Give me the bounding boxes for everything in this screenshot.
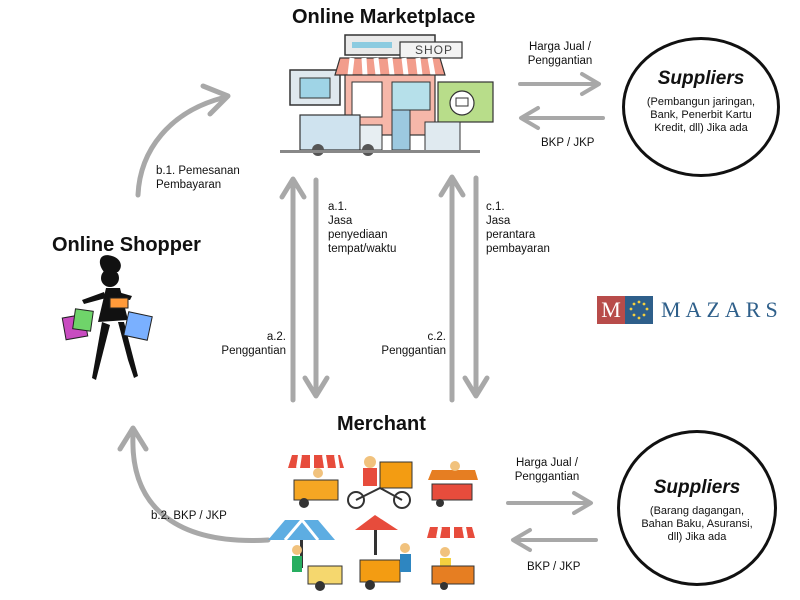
- merchant-carts-icon: [268, 454, 478, 591]
- mazars-logo: M MAZARS: [597, 296, 783, 324]
- label-a1: a.1. Jasa penyediaan tempat/waktu: [328, 201, 397, 255]
- arrow-top-right: [518, 72, 601, 96]
- shopper-title: Online Shopper: [52, 234, 201, 256]
- arrow-top-left: [519, 106, 605, 130]
- arrow-a2-up: [279, 176, 307, 403]
- suppliers-top-desc: (Pembangun jaringan, Bank, Penerbit Kart…: [646, 96, 756, 134]
- label-c2: c.2. Penggantian: [381, 331, 446, 357]
- suppliers-top-circle: Suppliers (Pembangun jaringan, Bank, Pen…: [622, 37, 780, 177]
- label-harga-top: Harga Jual / Penggantian: [527, 41, 593, 67]
- mazars-logo-letter: M: [597, 296, 625, 324]
- label-b1: b.1. Pemesanan Pembayaran: [156, 165, 240, 191]
- arrow-bottom-right: [506, 491, 593, 515]
- label-c1: c.1. Jasa perantara pembayaran: [486, 201, 550, 255]
- suppliers-bottom-desc: (Barang dagangan, Bahan Baku, Asuransi, …: [641, 505, 753, 543]
- mazars-logo-word: MAZARS: [661, 297, 783, 322]
- label-a2: a.2. Penggantian: [221, 331, 286, 357]
- arrow-a1-down: [302, 177, 330, 399]
- suppliers-top-title: Suppliers: [657, 68, 745, 89]
- marketplace-shop-icon: [280, 34, 494, 156]
- arrow-b1: [135, 83, 231, 198]
- marketplace-title: Online Marketplace: [292, 6, 476, 28]
- arrow-c1-down: [462, 175, 490, 399]
- merchant-title: Merchant: [337, 413, 426, 435]
- suppliers-bottom-title: Suppliers: [653, 477, 741, 498]
- label-b2: b.2. BKP / JKP: [151, 510, 227, 522]
- arrow-b2: [117, 425, 271, 543]
- arrow-c2-up: [438, 174, 466, 403]
- shop-sign-text: SHOP: [414, 43, 453, 57]
- label-bkp-top: BKP / JKP: [541, 137, 595, 149]
- arrow-bottom-left: [511, 528, 598, 552]
- suppliers-bottom-circle: Suppliers (Barang dagangan, Bahan Baku, …: [617, 430, 777, 586]
- mazars-logo-stars-icon: [625, 296, 653, 324]
- shopper-silhouette-icon: [61, 255, 153, 380]
- label-bkp-bottom: BKP / JKP: [527, 561, 581, 573]
- label-harga-bottom: Harga Jual / Penggantian: [514, 457, 580, 483]
